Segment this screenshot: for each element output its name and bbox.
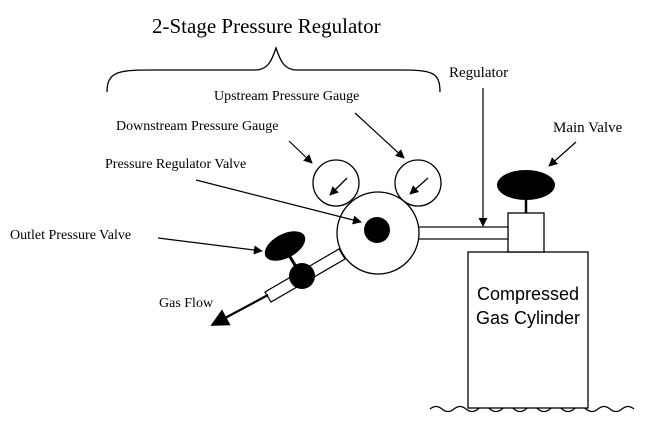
upstream-gauge-callout-arrow xyxy=(354,112,405,159)
main-valve-handle xyxy=(497,170,555,200)
regulator-valve-callout-arrow xyxy=(195,179,362,225)
main-valve-callout-arrow xyxy=(548,141,577,167)
cylinder-label: Compressed Gas Cylinder xyxy=(470,282,586,330)
downstream-gauge-callout-arrow xyxy=(288,140,313,164)
diagram-title: 2-Stage Pressure Regulator xyxy=(152,14,381,38)
outlet-valve-callout-arrow xyxy=(157,237,263,255)
upstream-gauge-needle xyxy=(409,177,429,195)
gas-cylinder xyxy=(467,251,589,409)
cylinder-valve-body xyxy=(507,212,545,253)
downstream-gauge-label: Downstream Pressure Gauge xyxy=(116,119,279,134)
upstream-gauge-label: Upstream Pressure Gauge xyxy=(214,89,360,104)
cylinder-label-line2: Gas Cylinder xyxy=(475,308,581,328)
gas-flow-label: Gas Flow xyxy=(159,296,214,311)
downstream-gauge-needle xyxy=(329,177,348,196)
regulator-label: Regulator xyxy=(449,65,509,81)
regulator-pipe xyxy=(417,226,509,240)
downstream-pressure-gauge xyxy=(312,159,360,207)
cylinder-label-line1: Compressed xyxy=(476,284,580,304)
main-valve-label: Main Valve xyxy=(553,120,623,136)
title-brace xyxy=(106,45,441,93)
outlet-valve-handle xyxy=(264,231,306,261)
gas-flow-arrow xyxy=(210,294,269,326)
outlet-valve-body xyxy=(289,263,315,289)
outlet-valve-label: Outlet Pressure Valve xyxy=(10,228,132,243)
upstream-pressure-gauge xyxy=(394,159,442,207)
regulator-valve-label: Pressure Regulator Valve xyxy=(105,157,247,172)
pressure-regulator-valve xyxy=(364,217,390,243)
